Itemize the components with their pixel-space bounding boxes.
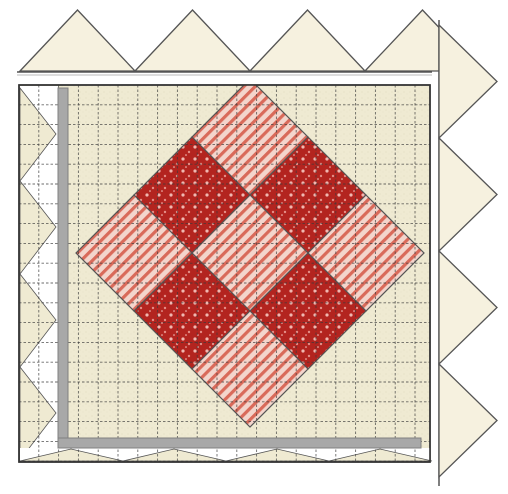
right-border-triangles [439, 20, 497, 486]
ruler-horizontal-arm [58, 438, 421, 448]
top-border-triangle [250, 10, 365, 71]
top-border-triangle [135, 10, 250, 71]
right-border-triangle [439, 25, 497, 138]
top-border-triangle [20, 10, 135, 71]
right-border-triangle [439, 364, 497, 477]
top-border-triangles [20, 10, 480, 71]
right-border-triangle [439, 251, 497, 364]
right-border-triangle [439, 138, 497, 251]
ruler-vertical-arm [58, 88, 68, 448]
